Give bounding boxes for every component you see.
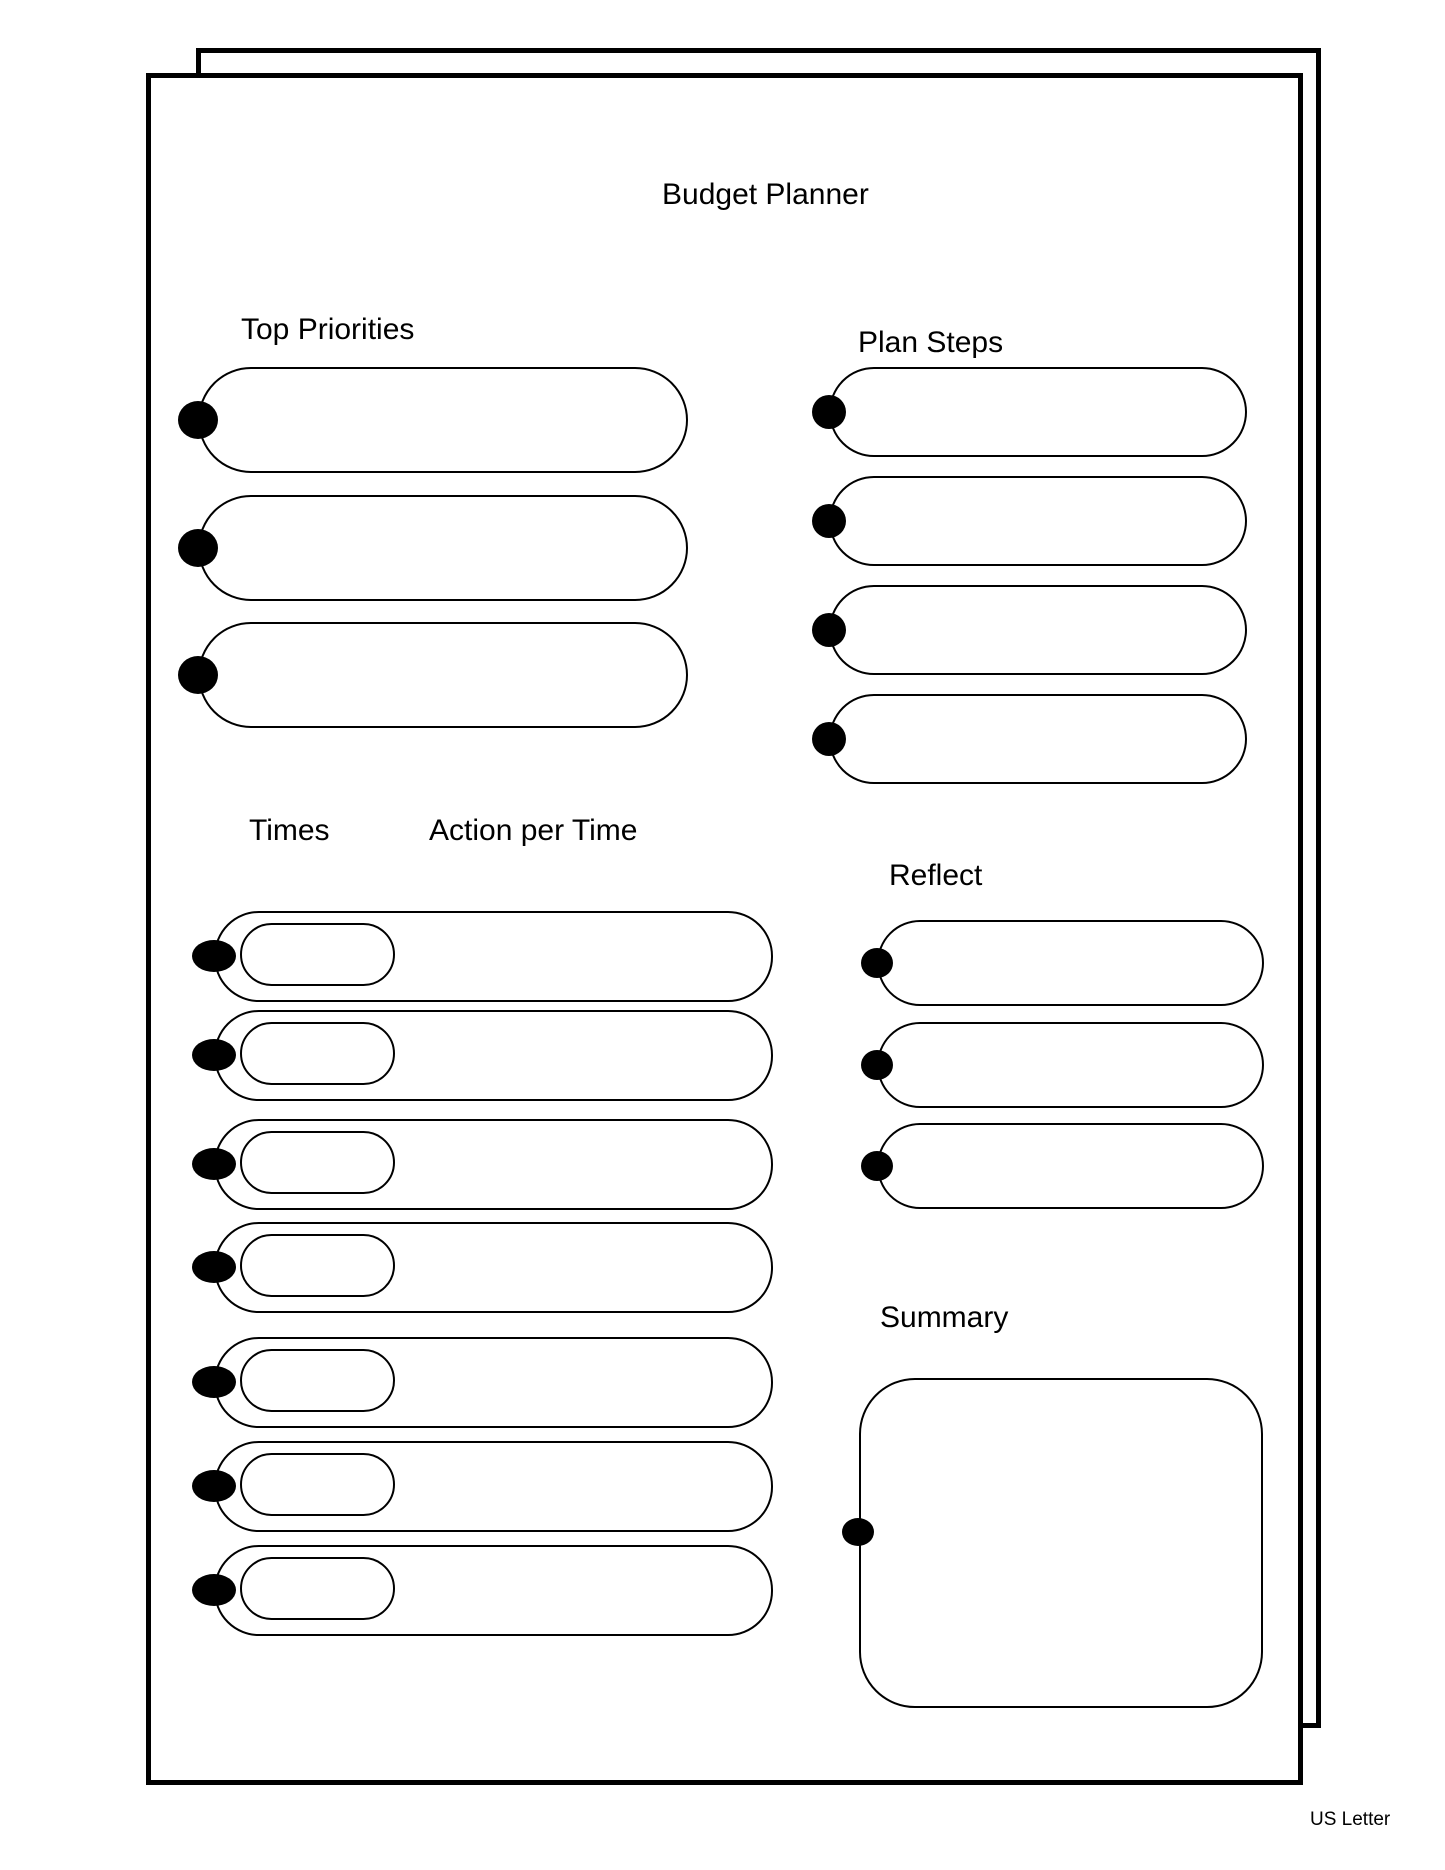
plan-step-field[interactable] xyxy=(829,476,1247,566)
reflect-field[interactable] xyxy=(877,1022,1264,1108)
reflect-heading: Reflect xyxy=(889,859,983,892)
summary-box[interactable] xyxy=(859,1378,1263,1708)
time-bullet xyxy=(192,1251,236,1283)
priority-field[interactable] xyxy=(198,367,688,473)
plan-step-bullet xyxy=(812,722,846,756)
time-field[interactable] xyxy=(240,1022,395,1085)
summary-bullet xyxy=(842,1518,874,1546)
summary-heading: Summary xyxy=(880,1301,1009,1334)
paper-size-label: US Letter xyxy=(1310,1809,1391,1830)
plan-step-bullet xyxy=(812,395,846,429)
time-field[interactable] xyxy=(240,1234,395,1297)
plan-steps-heading: Plan Steps xyxy=(858,326,1004,359)
times-heading: Times xyxy=(249,814,330,847)
time-bullet xyxy=(192,1366,236,1398)
plan-step-field[interactable] xyxy=(829,694,1247,784)
reflect-bullet xyxy=(861,948,893,978)
reflect-field[interactable] xyxy=(877,920,1264,1006)
time-field[interactable] xyxy=(240,1131,395,1194)
reflect-bullet xyxy=(861,1151,893,1181)
time-bullet xyxy=(192,940,236,972)
time-bullet xyxy=(192,1574,236,1606)
plan-step-field[interactable] xyxy=(829,367,1247,457)
action-per-time-heading: Action per Time xyxy=(429,814,638,847)
top-priorities-heading: Top Priorities xyxy=(241,313,415,346)
priority-field[interactable] xyxy=(198,622,688,728)
reflect-field[interactable] xyxy=(877,1123,1264,1209)
time-field[interactable] xyxy=(240,1349,395,1412)
page-title: Budget Planner xyxy=(662,178,869,211)
time-field[interactable] xyxy=(240,1557,395,1620)
plan-step-bullet xyxy=(812,613,846,647)
time-bullet xyxy=(192,1039,236,1071)
priority-bullet xyxy=(178,401,218,439)
reflect-bullet xyxy=(861,1050,893,1080)
plan-step-bullet xyxy=(812,504,846,538)
time-field[interactable] xyxy=(240,1453,395,1516)
priority-field[interactable] xyxy=(198,495,688,601)
plan-step-field[interactable] xyxy=(829,585,1247,675)
time-bullet xyxy=(192,1148,236,1180)
time-field[interactable] xyxy=(240,923,395,986)
priority-bullet xyxy=(178,529,218,567)
priority-bullet xyxy=(178,656,218,694)
time-bullet xyxy=(192,1470,236,1502)
